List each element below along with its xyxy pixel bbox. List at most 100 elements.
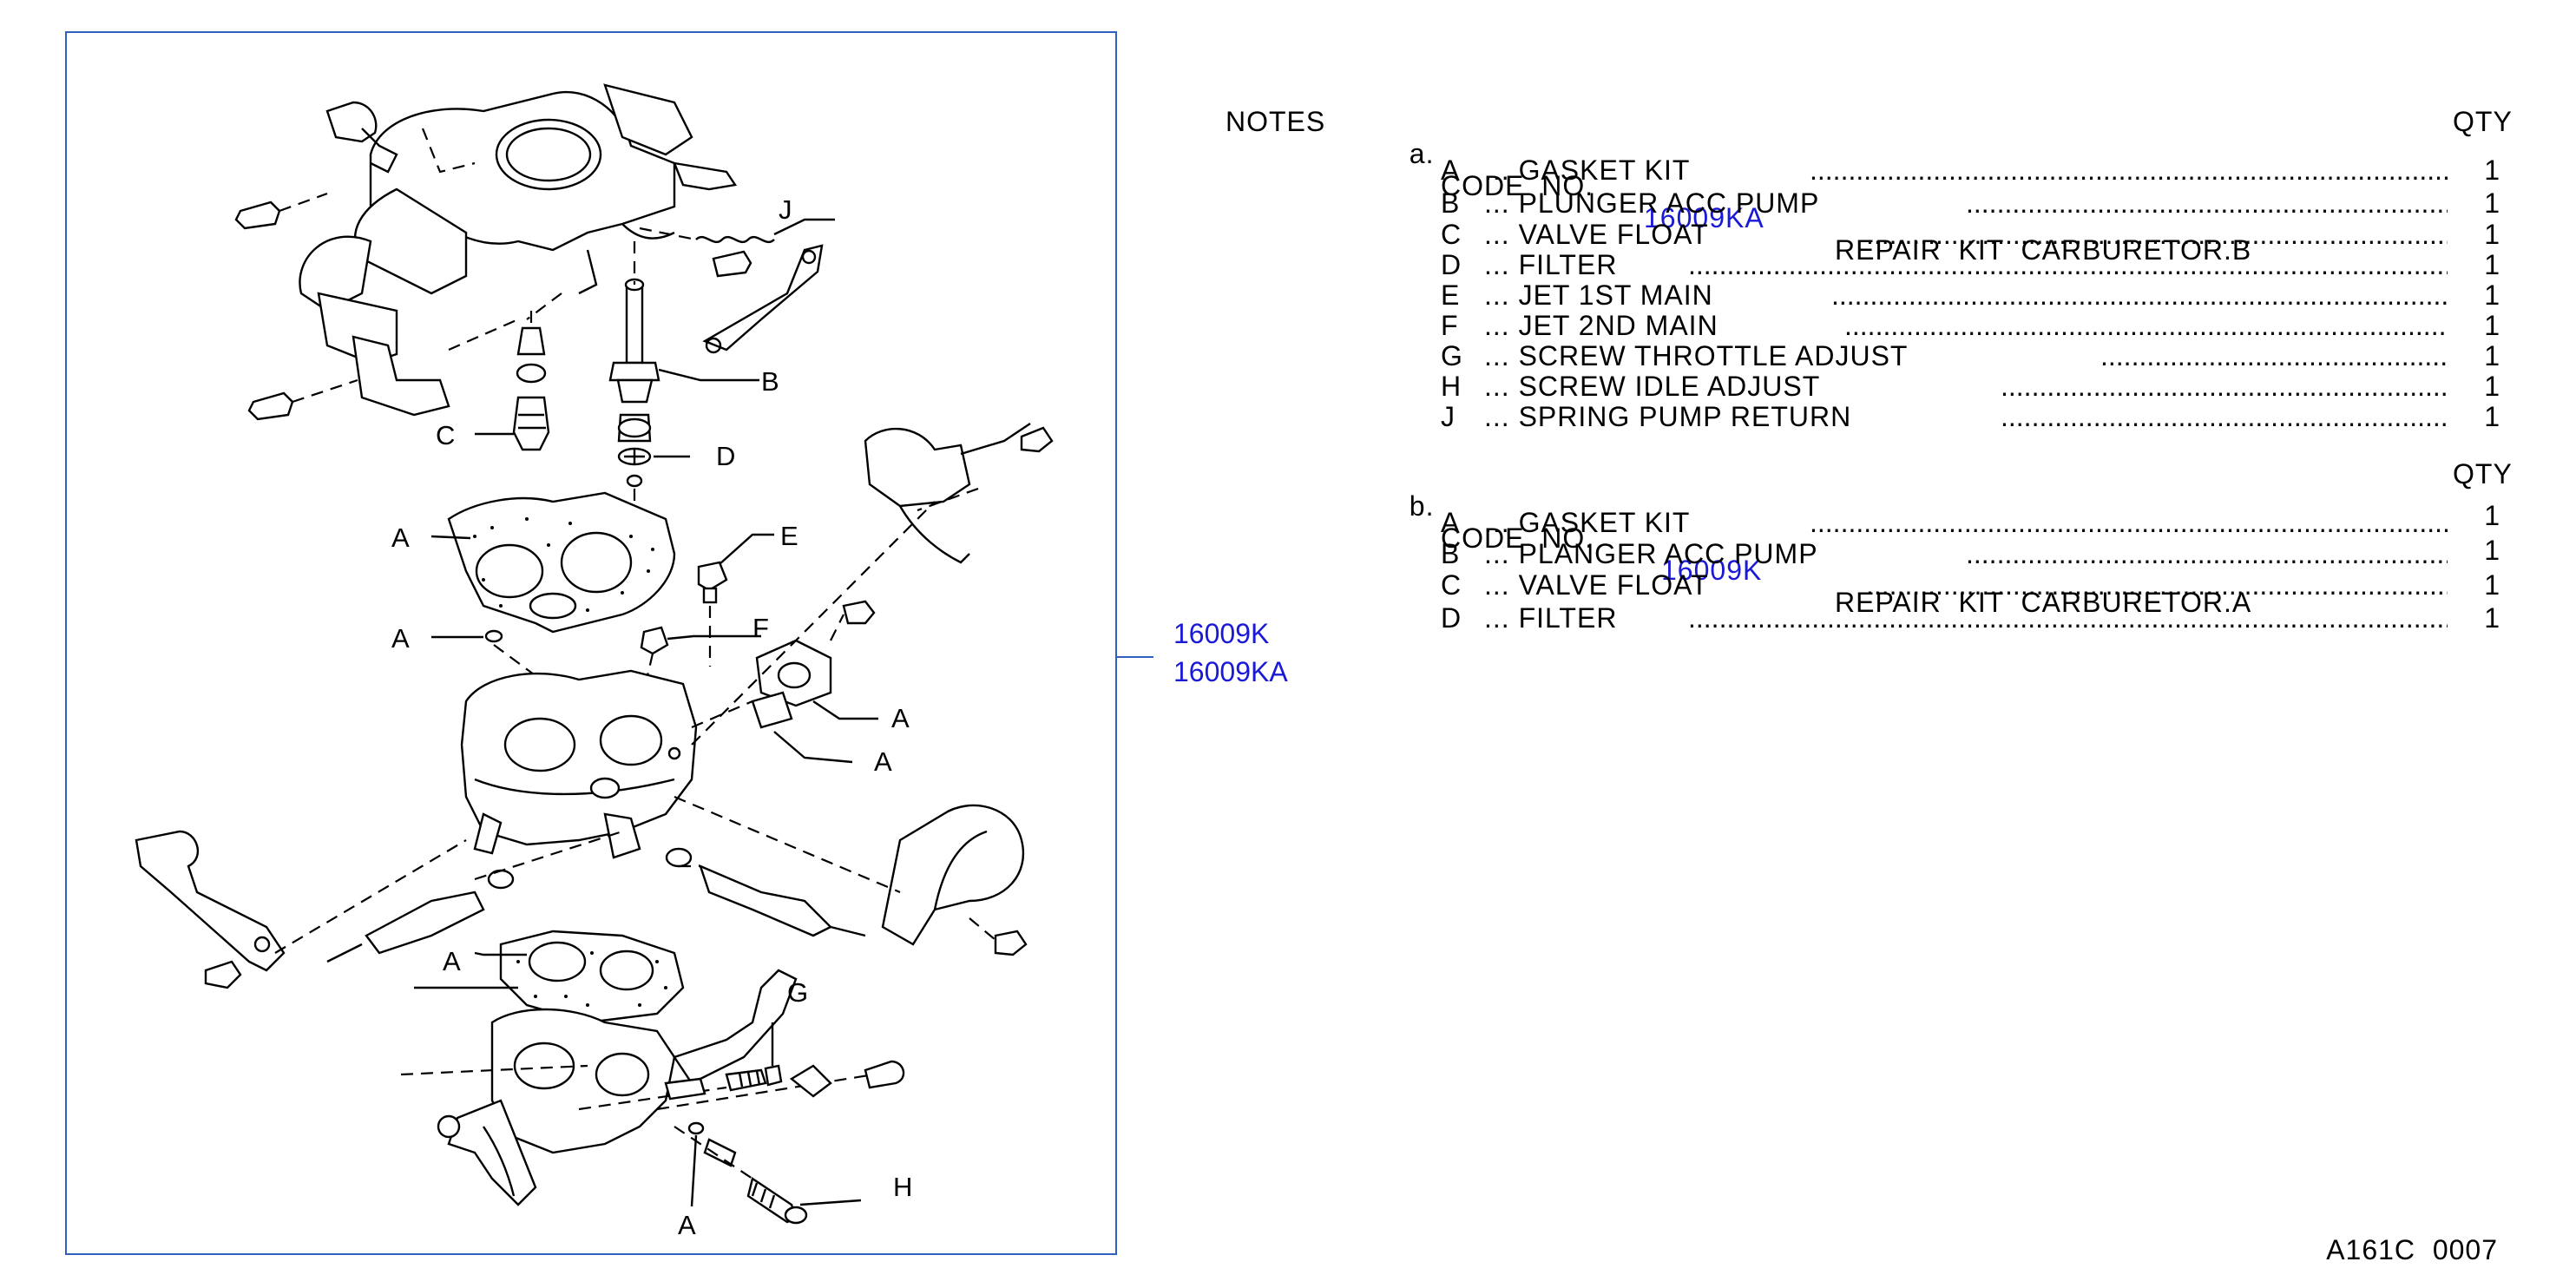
label-a-lower-gasket: A	[443, 946, 461, 976]
item-qty: 1	[2484, 602, 2500, 634]
label-b: B	[761, 366, 779, 397]
label-f: F	[752, 613, 769, 643]
item-letter: D	[1441, 602, 1462, 634]
label-a-upper-gasket: A	[391, 522, 410, 553]
side-cover-gaskets-part	[691, 600, 878, 764]
kit-b-item-row: D ... FILTER ...........................…	[1441, 602, 2500, 634]
throttle-lever-part	[135, 830, 467, 989]
kit-a-code-label: CODE NO.	[1441, 170, 1594, 201]
air-horn-bracket-part	[247, 318, 519, 421]
kit-a-item-row: A ... GASKET KIT .......................…	[1441, 154, 2500, 186]
item-qty: 1	[2484, 535, 2500, 566]
kit-a-prefix: a.	[1409, 138, 1435, 169]
dot-leader: ........................................…	[1831, 279, 2448, 311]
dot-leader: ........................................…	[1844, 310, 2448, 341]
throttle-adjust-screw-part	[664, 1022, 905, 1101]
label-a-side-gasket: A	[891, 703, 910, 733]
item-qty: 1	[2484, 249, 2500, 280]
kit-a-name: REPAIR KIT CARBURETOR.B	[1835, 234, 2252, 266]
carburetor-exploded-view: J B C D A E A F A A A G H A	[135, 83, 1054, 1240]
label-h: H	[893, 1172, 912, 1202]
kit-a-item-row: H ... SCREW IDLE ADJUST ................…	[1441, 371, 2500, 402]
item-qty: 1	[2484, 219, 2500, 250]
item-letter: F	[1441, 310, 1458, 341]
item-letter: H	[1441, 371, 1462, 402]
item-qty: 1	[2484, 371, 2500, 402]
item-qty: 1	[2484, 500, 2500, 531]
item-description: ... PLANGER ACC PUMP	[1484, 538, 1818, 569]
item-qty: 1	[2484, 154, 2500, 186]
dot-leader: ........................................…	[2100, 340, 2448, 371]
carburetor-main-body-part	[460, 669, 698, 859]
frame-callout-line	[1117, 656, 1153, 658]
item-qty: 1	[2484, 401, 2500, 432]
label-g: G	[787, 977, 808, 1008]
ref-link-16009k[interactable]: 16009K	[1173, 618, 1270, 649]
item-description: ... VALVE FLOAT	[1484, 569, 1709, 601]
notes-label: NOTES	[1226, 106, 1326, 137]
figure-code: A161C 0007	[2326, 1234, 2498, 1265]
kit-b-item-row: B ... PLANGER ACC PUMP .................…	[1441, 535, 2500, 569]
pump-plunger-part	[608, 241, 759, 404]
dot-leader: ........................................…	[2001, 371, 2448, 402]
primary-main-jet-part	[697, 533, 774, 667]
item-qty: 1	[2484, 310, 2500, 341]
label-j: J	[779, 194, 792, 225]
lower-gasket-part	[414, 930, 685, 1024]
linkage-rods-part	[326, 830, 866, 963]
item-letter: A	[1441, 507, 1460, 538]
dot-leader: ........................................…	[1866, 219, 2448, 250]
leader-dash	[400, 1064, 588, 1076]
diagram-frame: J B C D A E A F A A A G H A	[65, 31, 1117, 1255]
dot-leader: ........................................…	[1866, 569, 2448, 601]
kit-b-code-label: CODE NO.	[1441, 522, 1594, 554]
item-letter: C	[1441, 569, 1462, 601]
dot-leader: ........................................…	[1810, 154, 2448, 186]
item-description: ... SPRING PUMP RETURN	[1484, 401, 1852, 432]
kit-a-header: a. CODE NO. 16009KA REPAIR KIT CARBURETO…	[1392, 106, 2512, 299]
item-letter: A	[1441, 154, 1460, 186]
dot-leader: ........................................…	[1688, 249, 2448, 280]
vacuum-break-part	[674, 795, 1028, 956]
kit-a-item-row: J ... SPRING PUMP RETURN ...............…	[1441, 401, 2500, 432]
item-letter: B	[1441, 538, 1460, 569]
item-qty: 1	[2484, 187, 2500, 219]
item-description: ... PLUNGER ACC PUMP	[1484, 187, 1820, 219]
kit-a-item-row: F ... JET 2ND MAIN .....................…	[1441, 310, 2500, 341]
dot-leader: ........................................…	[1810, 507, 2448, 538]
kit-b-item-row: A ... GASKET KIT .......................…	[1441, 500, 2500, 538]
dot-leader: ........................................…	[1688, 602, 2448, 634]
item-description: ... FILTER	[1484, 249, 1618, 280]
label-c: C	[436, 420, 455, 450]
ref-link-16009ka[interactable]: 16009KA	[1173, 656, 1288, 687]
item-letter: E	[1441, 279, 1460, 311]
item-qty: 1	[2484, 340, 2500, 371]
label-a-side-seal: A	[874, 746, 892, 777]
item-description: ... GASKET KIT	[1484, 154, 1691, 186]
secondary-main-jet-part	[431, 626, 761, 711]
dot-leader: ........................................…	[1966, 538, 2448, 569]
dot-leader: ........................................…	[2001, 401, 2448, 432]
filter-part	[617, 413, 690, 606]
label-e: E	[780, 521, 798, 551]
kit-a-code-link[interactable]: 16009KA	[1644, 202, 1764, 233]
throttle-body-part	[437, 969, 875, 1206]
item-qty: 1	[2484, 279, 2500, 311]
kit-b-name: REPAIR KIT CARBURETOR.A	[1835, 587, 2252, 618]
idle-adjust-screw-part	[674, 1121, 862, 1225]
kit-a-item-row: C ... VALVE FLOAT ......................…	[1441, 219, 2500, 250]
kit-a-item-row: B ... PLUNGER ACC PUMP .................…	[1441, 187, 2500, 219]
float-valve-part	[475, 292, 562, 451]
item-description: ... FILTER	[1484, 602, 1618, 634]
upper-gasket-part	[430, 491, 676, 634]
kit-b-code-link[interactable]: 16009K	[1661, 555, 1763, 586]
kit-a-item-row: G ... SCREW THROTTLE ADJUST ............…	[1441, 340, 2500, 371]
item-description: ... JET 1ST MAIN	[1484, 279, 1713, 311]
label-d: D	[716, 441, 735, 471]
choke-link-part	[234, 101, 476, 230]
item-letter: C	[1441, 219, 1462, 250]
item-description: ... SCREW IDLE ADJUST	[1484, 371, 1821, 402]
kit-b-item-row: C ... VALVE FLOAT ......................…	[1441, 569, 2500, 601]
item-letter: J	[1441, 401, 1455, 432]
kit-a-item-row: E ... JET 1ST MAIN .....................…	[1441, 279, 2500, 311]
